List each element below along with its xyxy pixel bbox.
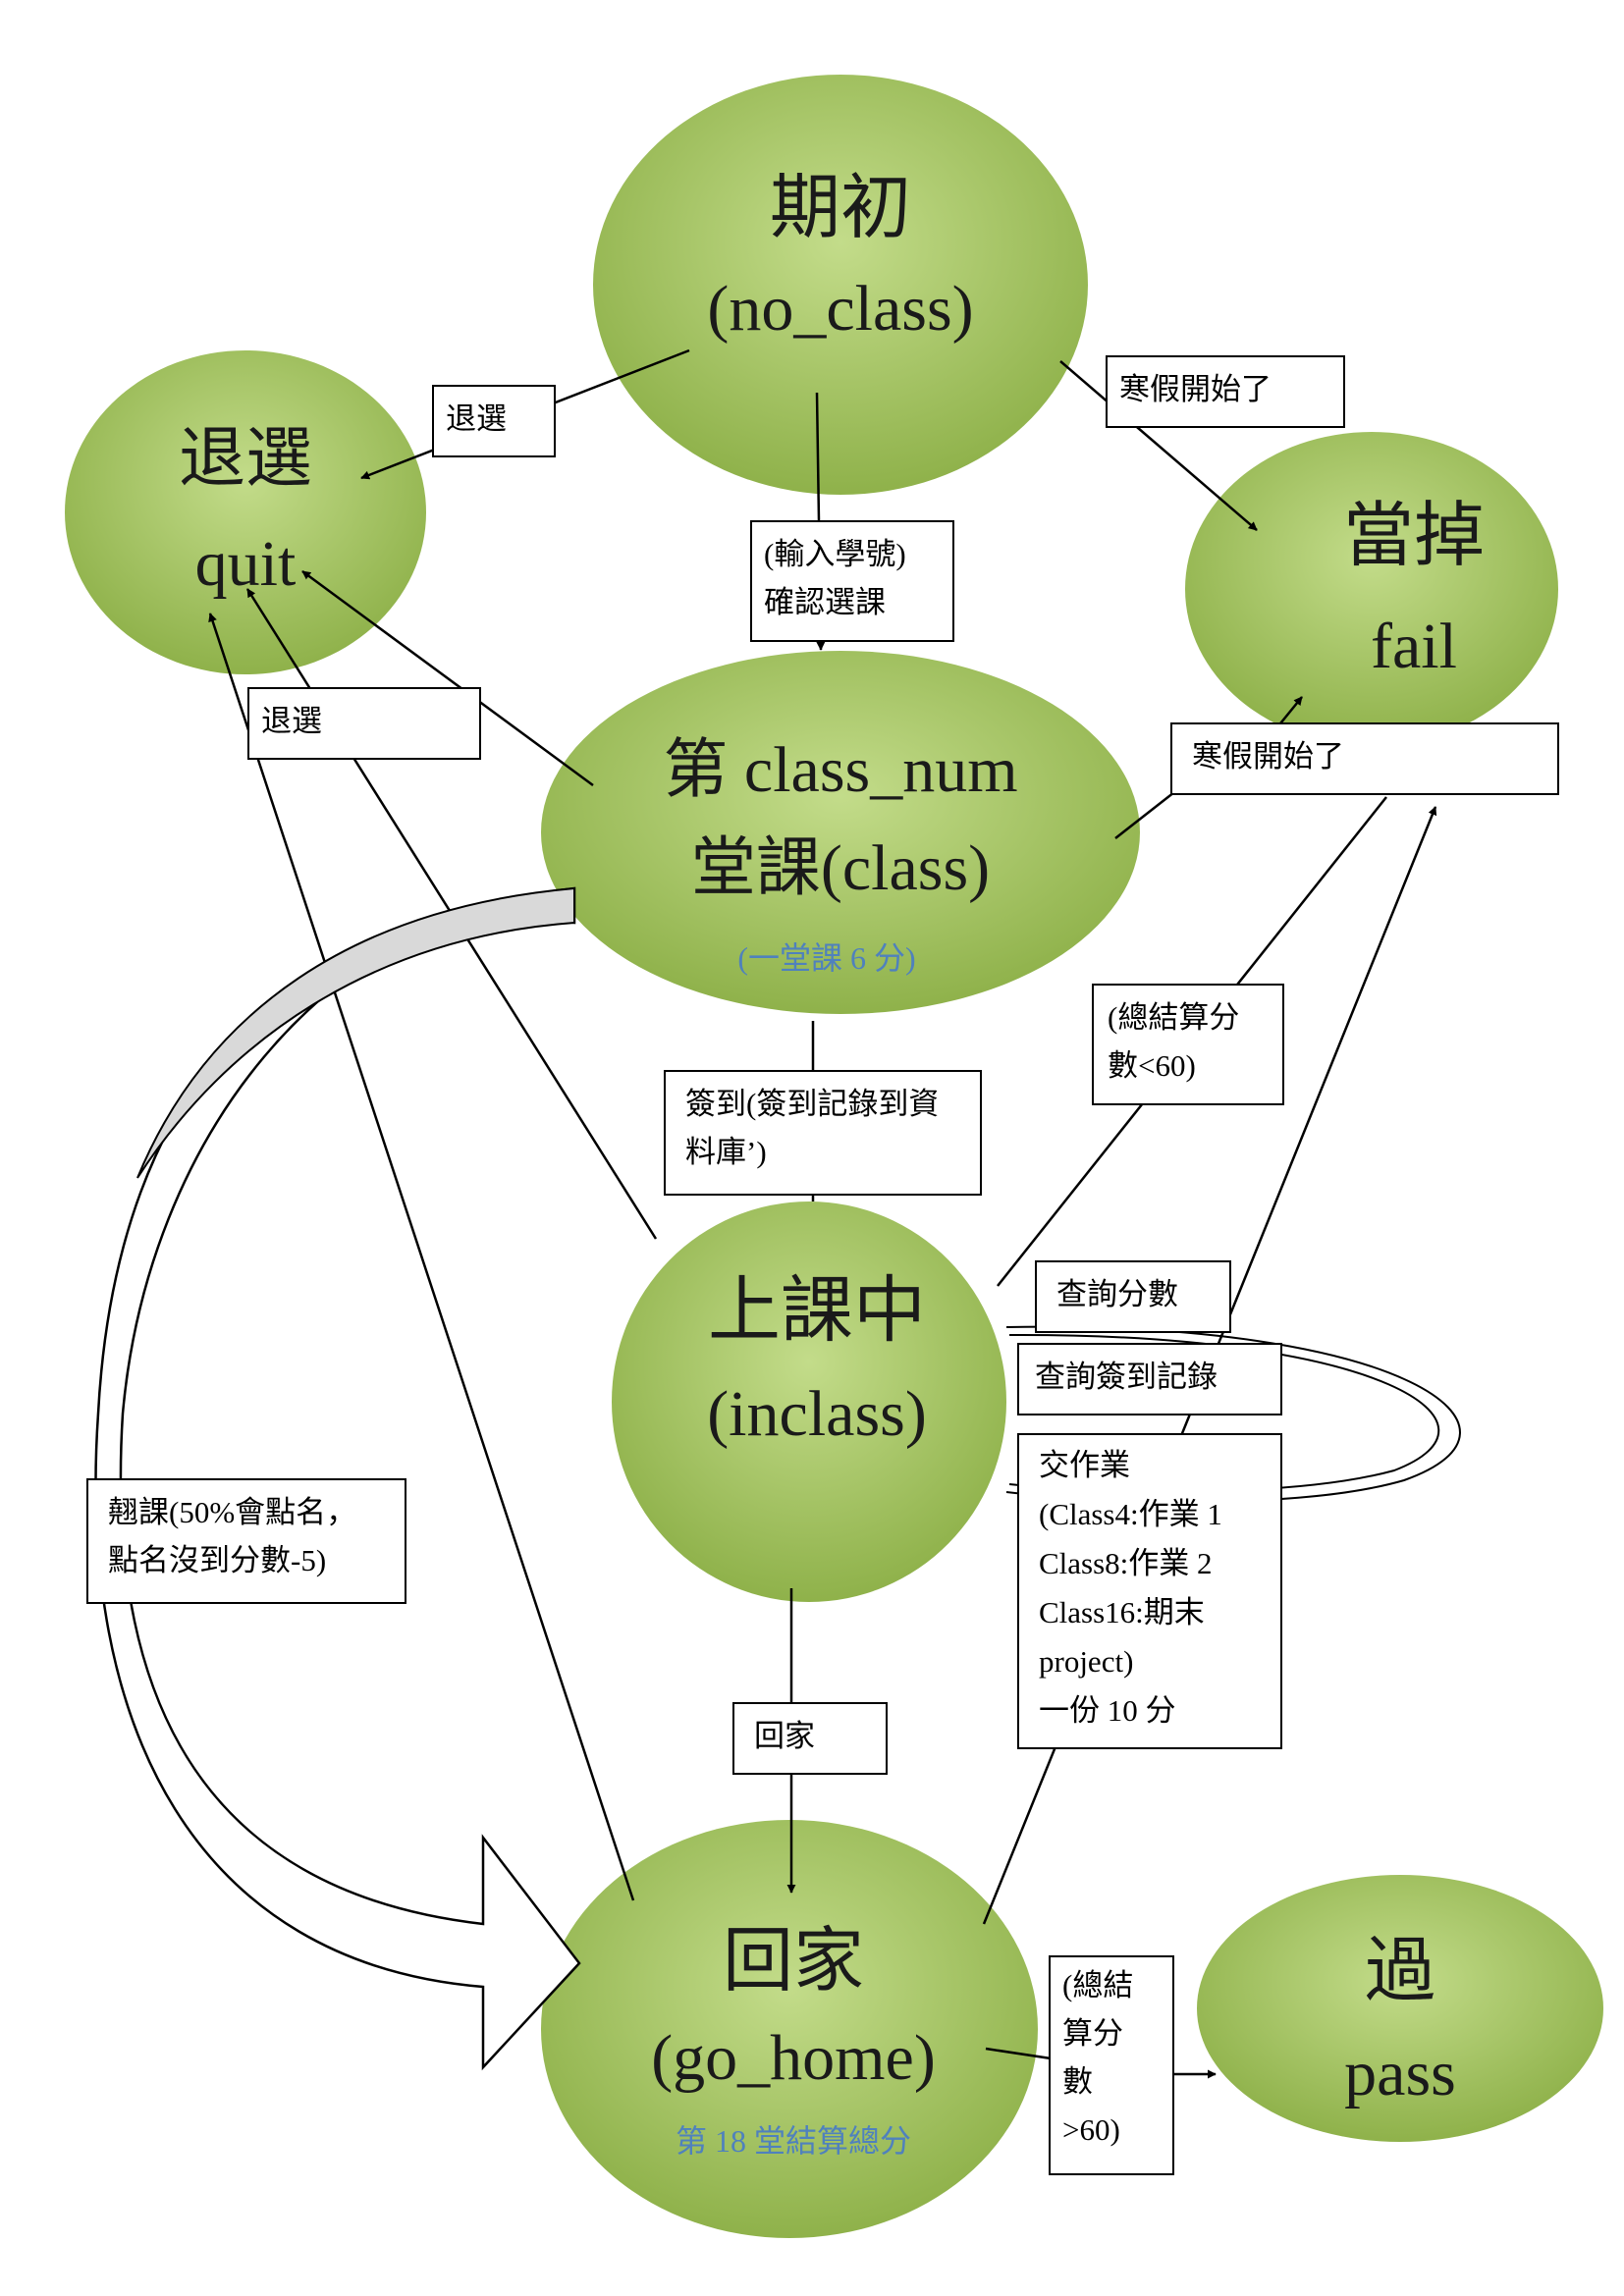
state-texts: 期初 (no_class) 退選 quit 當掉 fail 第 class_nu…: [179, 169, 1485, 2159]
state-fail-title: 當掉: [1343, 497, 1485, 575]
label-quit-from-start: 退選: [432, 385, 556, 457]
state-class-title: 第 class_num: [663, 734, 1017, 806]
state-class-note: (一堂課 6 分): [737, 940, 915, 976]
edge-start-to-fail: [1059, 360, 1258, 531]
state-quit-subtitle: quit: [195, 528, 297, 600]
label-score-above-60: (總結 算分 數 >60): [1049, 1955, 1174, 2175]
state-quit: [65, 350, 426, 674]
label-query-record: 查詢簽到記錄: [1017, 1343, 1282, 1415]
state-no-class-subtitle: (no_class): [707, 273, 973, 345]
state-inclass: [612, 1201, 1006, 1602]
state-class-subtitle: 堂課(class): [691, 832, 990, 904]
state-go-home-subtitle: (go_home): [651, 2022, 936, 2094]
state-pass-title: 過: [1365, 1932, 1435, 2010]
edge-go-home-to-quit: [208, 613, 635, 1901]
state-pass: [1197, 1875, 1603, 2142]
state-go-home: [541, 1820, 1038, 2238]
label-go-home: 回家: [732, 1702, 888, 1775]
state-no-class: [593, 75, 1088, 495]
label-winter-break-class: 寒假開始了: [1170, 722, 1559, 795]
label-homework: 交作業 (Class4:作業 1 Class8:作業 2 Class16:期末 …: [1017, 1433, 1282, 1749]
state-no-class-title: 期初: [770, 169, 911, 247]
label-enter-id: (輸入學號) 確認選課: [750, 520, 954, 642]
label-skip-class: 翹課(50%會點名， 點名沒到分數-5): [86, 1478, 406, 1604]
label-score-below-60: (總結算分 數<60): [1092, 984, 1284, 1105]
state-fail: [1185, 432, 1558, 746]
state-quit-title: 退選: [179, 421, 312, 496]
skip-class-arrow-shade: [136, 886, 575, 1179]
state-inclass-title: 上課中: [708, 1271, 926, 1352]
state-class: [541, 651, 1140, 1014]
state-fail-subtitle: fail: [1371, 611, 1457, 682]
state-pass-subtitle: pass: [1344, 2038, 1456, 2109]
state-inclass-subtitle: (inclass): [707, 1378, 927, 1450]
label-sign-in: 簽到(簽到記錄到資 料庫’): [664, 1070, 982, 1196]
edge-class-to-quit: [301, 569, 594, 787]
label-quit-from-class: 退選: [247, 687, 481, 760]
label-query-score: 查詢分數: [1035, 1260, 1231, 1333]
state-go-home-note: 第 18 堂結算總分: [676, 2123, 911, 2159]
state-go-home-title: 回家: [723, 1922, 864, 2001]
label-winter-break-start: 寒假開始了: [1106, 355, 1345, 428]
